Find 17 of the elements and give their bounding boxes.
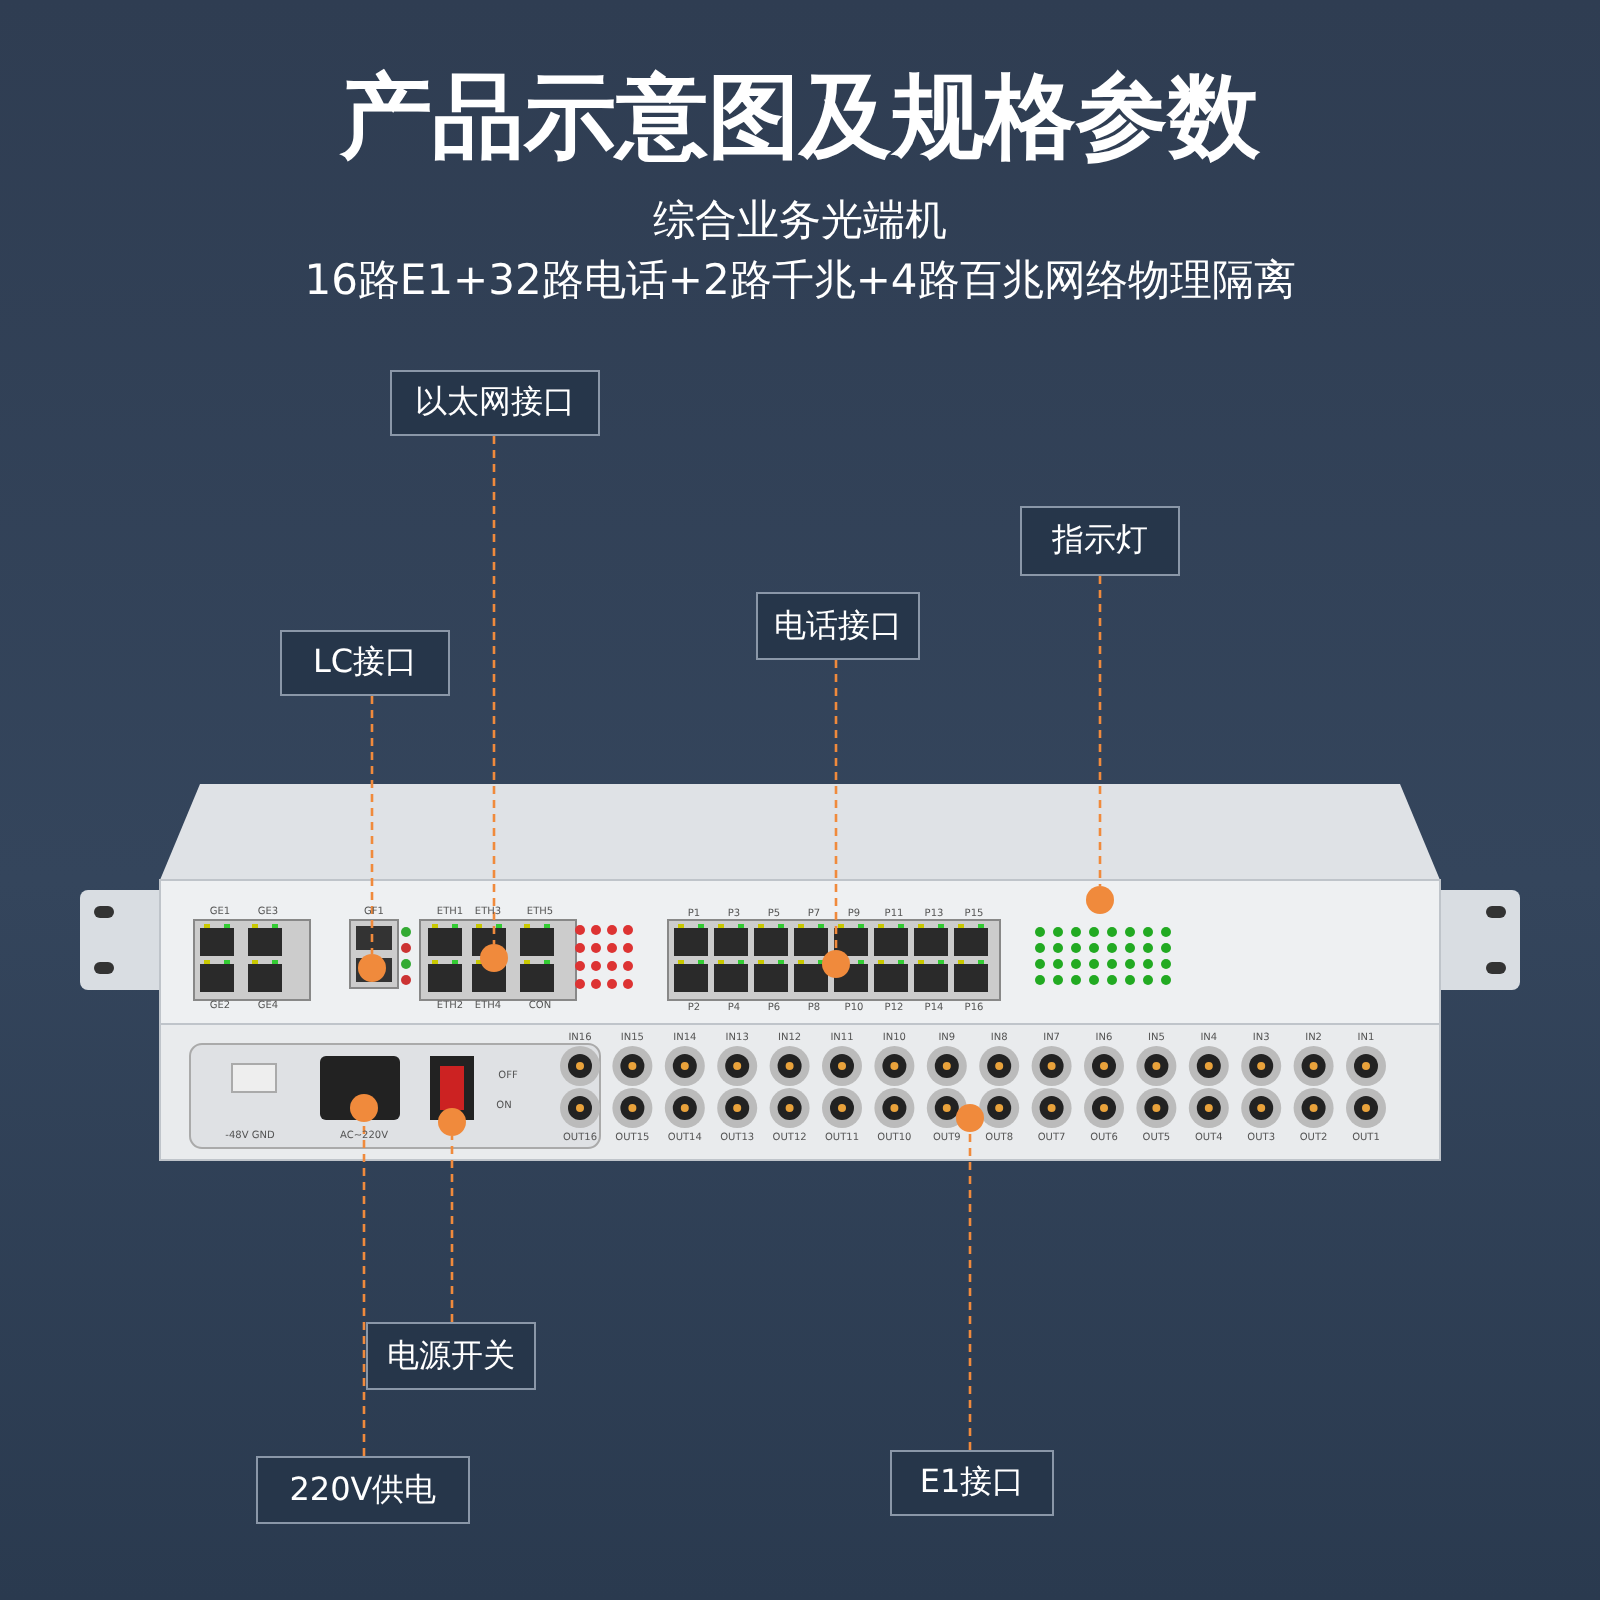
- leader-line: [362, 1122, 366, 1456]
- leader-line: [450, 1136, 454, 1322]
- callout-box: E1接口: [890, 1450, 1054, 1516]
- callout-box: 指示灯: [1020, 506, 1180, 576]
- callout-box: LC接口: [280, 630, 450, 696]
- callout-box: 以太网接口: [390, 370, 600, 436]
- subtitle: 综合业务光端机: [651, 194, 949, 248]
- callout-box: 电话接口: [756, 592, 920, 660]
- leader-line: [370, 696, 374, 954]
- leader-line: [834, 660, 838, 950]
- leader-line: [1098, 576, 1102, 886]
- title: 产品示意图及规格参数: [337, 60, 1262, 174]
- callout-box: 220V供电: [256, 1456, 470, 1524]
- subtitle: 16路E1+32路电话+2路千兆+4路百兆网络物理隔离: [302, 254, 1298, 308]
- leader-line: [492, 436, 496, 944]
- leader-line: [968, 1132, 972, 1450]
- callout-box: 电源开关: [366, 1322, 536, 1390]
